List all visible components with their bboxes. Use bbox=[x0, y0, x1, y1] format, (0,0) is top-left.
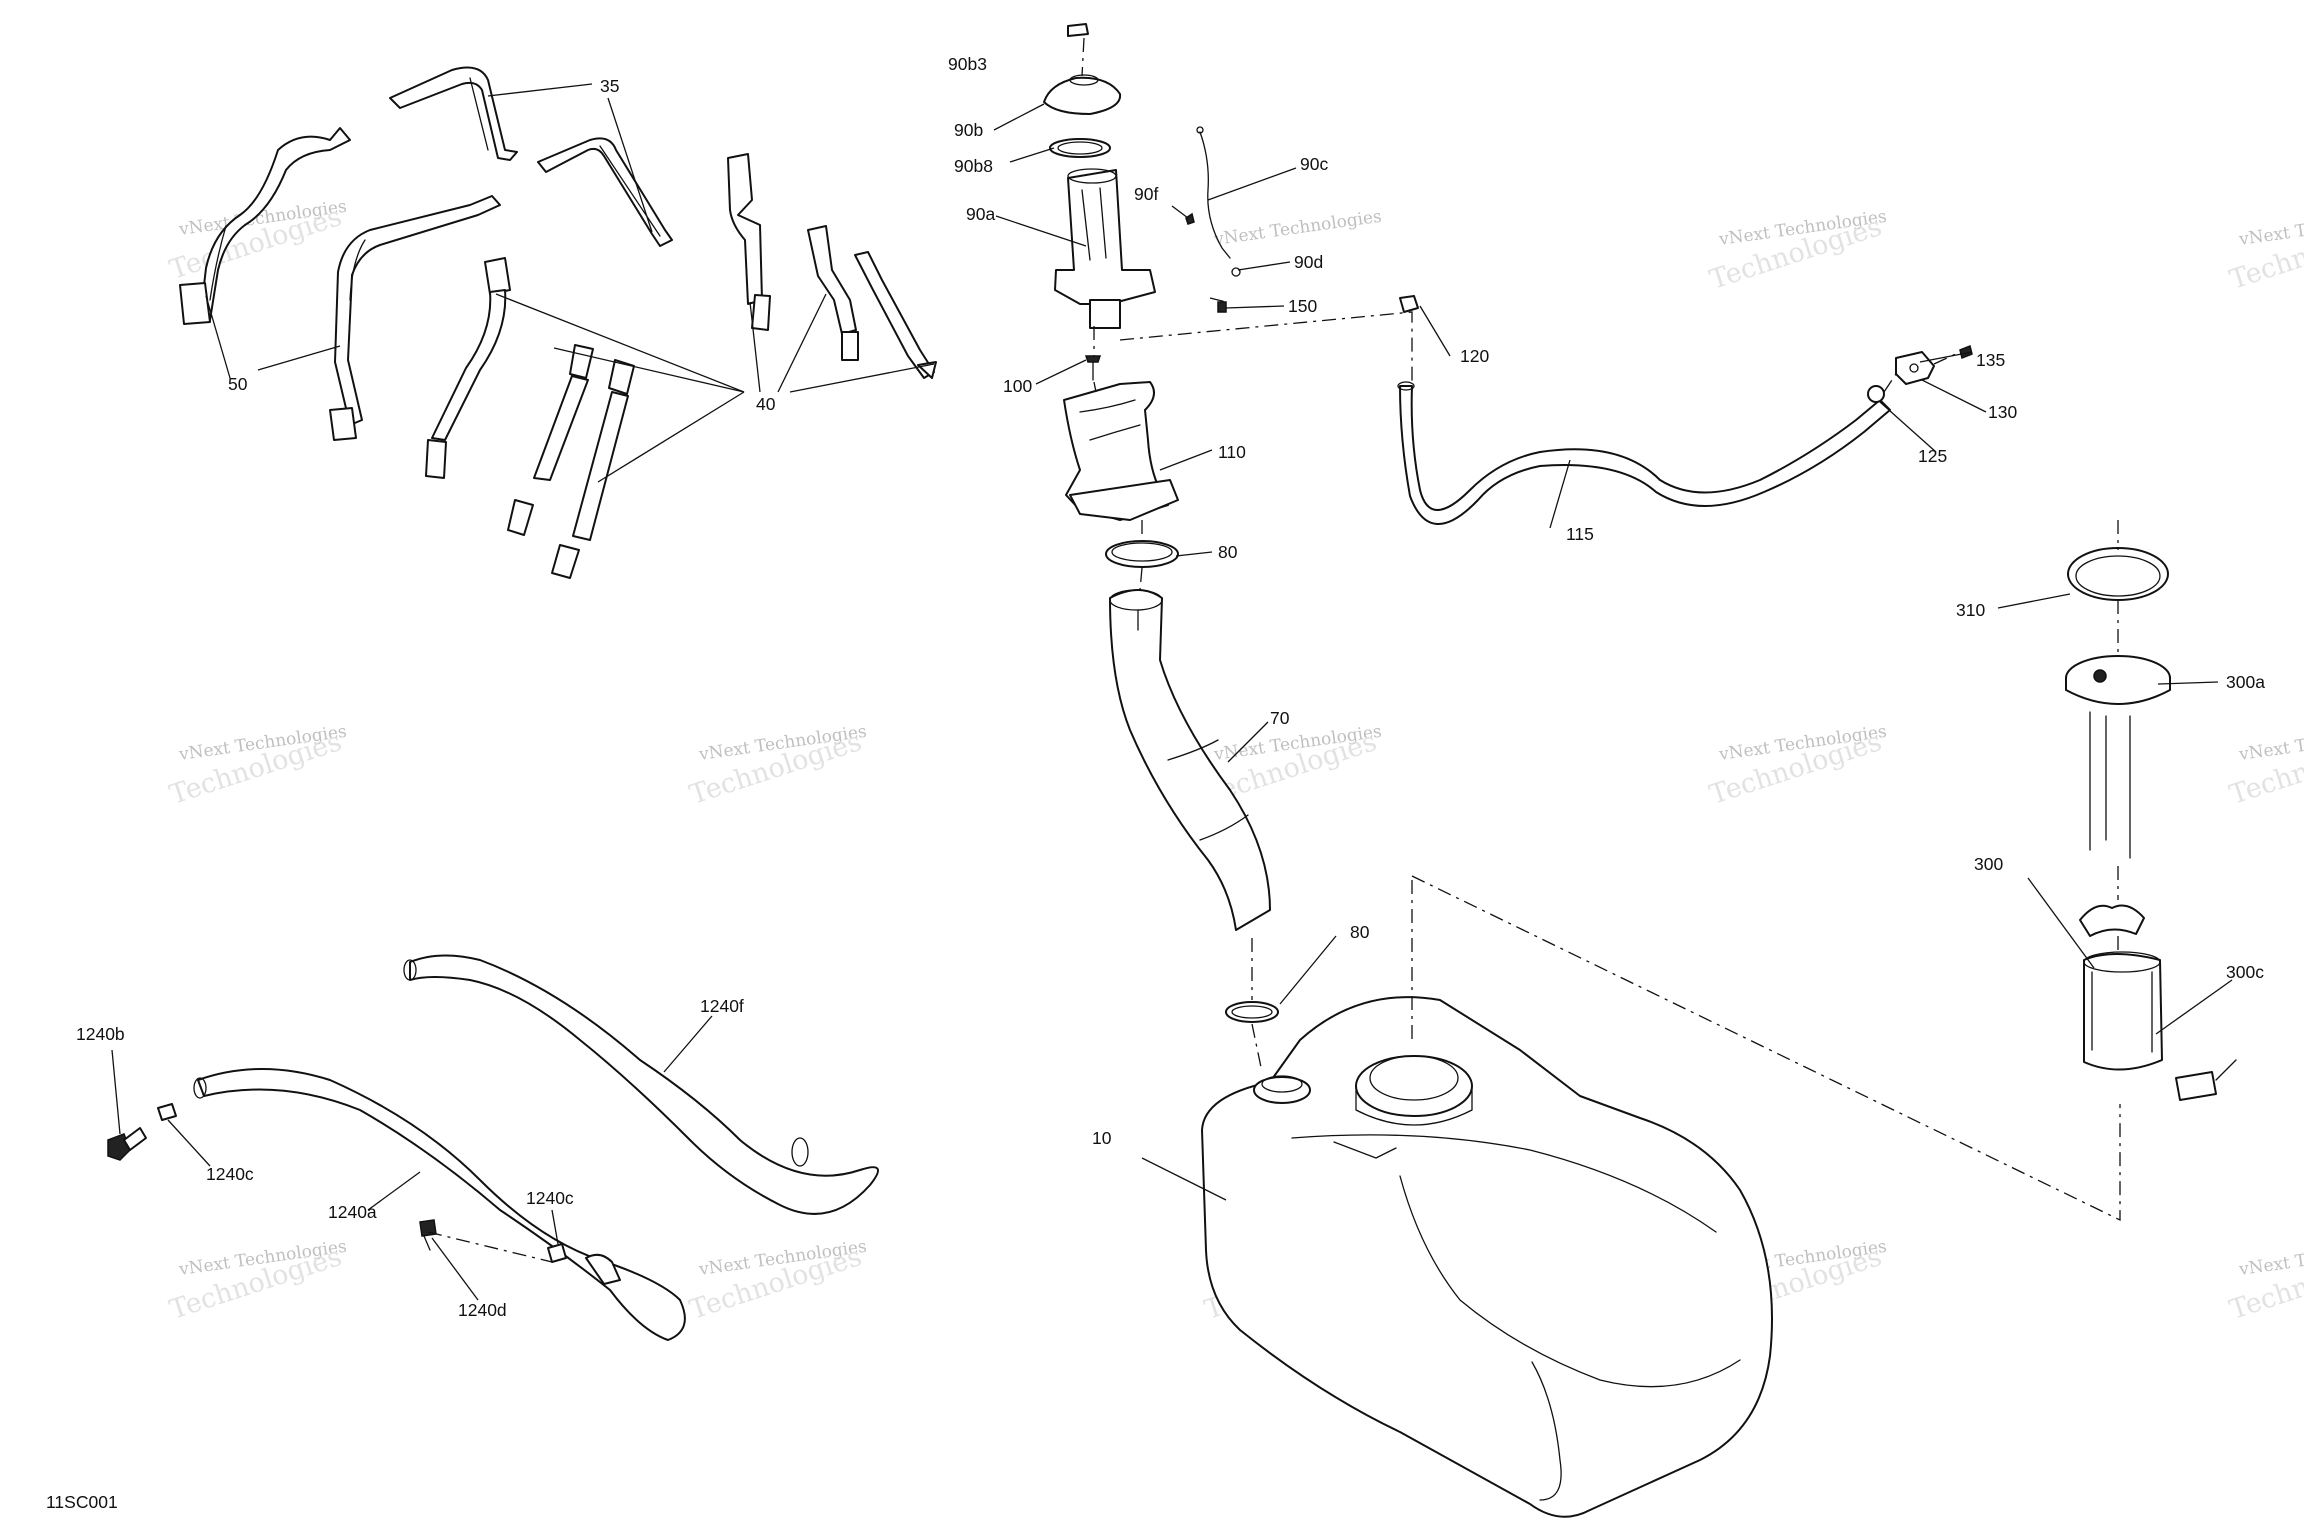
callout-10: 10 bbox=[1092, 1128, 1112, 1148]
callout-115: 115 bbox=[1566, 524, 1594, 544]
strap-part-50-left bbox=[179, 127, 351, 325]
callout-80-lower: 80 bbox=[1350, 922, 1370, 942]
clamp-part-80-upper bbox=[1105, 540, 1179, 568]
watermark: vNext Technologies Technologies bbox=[2226, 207, 2304, 296]
callout-90c: 90c bbox=[1300, 154, 1328, 174]
vent-hose-part-1240f bbox=[403, 954, 879, 1215]
callout-90a: 90a bbox=[966, 204, 995, 224]
callout-110: 110 bbox=[1218, 442, 1246, 462]
clip-part-1240d bbox=[419, 1219, 437, 1251]
screw-part-100 bbox=[1084, 355, 1102, 381]
pump-body-part-300c bbox=[2083, 951, 2237, 1101]
callout-100: 100 bbox=[1003, 376, 1032, 396]
callout-1240c-right: 1240c bbox=[526, 1188, 574, 1208]
cap-part-90b bbox=[1043, 74, 1122, 115]
clamp-part-1240c-right bbox=[547, 1243, 567, 1263]
callout-130: 130 bbox=[1988, 402, 2017, 422]
callout-40: 40 bbox=[756, 394, 776, 414]
strap-part-35-upper bbox=[389, 66, 518, 161]
strap-part-40-a bbox=[425, 257, 511, 479]
vent-hose-part-1240a bbox=[193, 1068, 686, 1341]
callout-150: 150 bbox=[1288, 296, 1317, 316]
callout-300c: 300c bbox=[2226, 962, 2264, 982]
strap-part-50-right bbox=[329, 195, 501, 441]
watermark: vNext Technologies Technologies bbox=[1706, 207, 1888, 296]
fitting-part-1240b bbox=[107, 1127, 147, 1161]
fuel-tank-part-10 bbox=[1201, 996, 1773, 1518]
assembly-lines bbox=[427, 37, 2121, 1263]
watermark: vNext Technologies Technologies bbox=[166, 722, 348, 811]
screw-part-135 bbox=[1959, 344, 1973, 360]
filler-neck-part-90a bbox=[1054, 168, 1156, 329]
vent-connector-part-125 bbox=[1867, 385, 1885, 403]
gasket-part-90b8 bbox=[1049, 138, 1111, 158]
pump-bracket-part-300 bbox=[2079, 904, 2145, 937]
callout-labels: 35 50 40 90b3 90b 90b8 90a 90c 90f 90d 1… bbox=[46, 54, 2265, 1512]
callout-135: 135 bbox=[1976, 350, 2005, 370]
callout-310: 310 bbox=[1956, 600, 1985, 620]
vent-fitting-part-120 bbox=[1399, 295, 1419, 313]
strap-part-40-e bbox=[807, 225, 859, 361]
ring-nut-part-310 bbox=[2067, 547, 2169, 601]
watermark: vNext Technologies Technologies bbox=[686, 722, 868, 811]
callout-300: 300 bbox=[1974, 854, 2003, 874]
callout-125: 125 bbox=[1918, 446, 1947, 466]
clamp-part-1240c-left bbox=[157, 1103, 177, 1121]
clamp-part-80-lower bbox=[1225, 1001, 1279, 1023]
tether-part-90c bbox=[1196, 126, 1231, 259]
callout-90d: 90d bbox=[1294, 252, 1323, 272]
svg-text:vNext Technologies: vNext Technologies bbox=[1212, 207, 1383, 250]
screw-part-150 bbox=[1217, 301, 1227, 313]
callout-90b: 90b bbox=[954, 120, 983, 140]
vent-valve-part-130 bbox=[1895, 351, 1935, 385]
strap-part-40-f bbox=[854, 251, 937, 379]
ring-part-90d bbox=[1231, 267, 1241, 277]
callout-300a: 300a bbox=[2226, 672, 2265, 692]
watermark: vNext Technologies Technologies bbox=[2226, 1237, 2304, 1326]
callout-90b8: 90b8 bbox=[954, 156, 993, 176]
strap-part-40-c bbox=[551, 359, 635, 579]
callout-90b3: 90b3 bbox=[948, 54, 987, 74]
callout-120: 120 bbox=[1460, 346, 1489, 366]
callout-1240a: 1240a bbox=[328, 1202, 377, 1222]
watermark: vNext Technologies bbox=[1212, 207, 1383, 250]
strap-part-35-lower bbox=[537, 137, 673, 247]
funnel-part-110 bbox=[1063, 381, 1179, 521]
pump-module-part-300a bbox=[2065, 655, 2171, 859]
watermark: vNext Technologies Technologies bbox=[1706, 722, 1888, 811]
figure-code: 11SC001 bbox=[46, 1492, 118, 1512]
callout-80-upper: 80 bbox=[1218, 542, 1238, 562]
callout-1240c-left: 1240c bbox=[206, 1164, 254, 1184]
cap-part-90b3 bbox=[1067, 23, 1089, 37]
callout-35: 35 bbox=[600, 76, 619, 96]
callout-70: 70 bbox=[1270, 708, 1290, 728]
callout-1240f: 1240f bbox=[700, 996, 744, 1016]
clip-part-90f bbox=[1185, 212, 1195, 225]
strap-part-40-d bbox=[727, 153, 771, 331]
callout-1240d: 1240d bbox=[458, 1300, 507, 1320]
callout-1240b: 1240b bbox=[76, 1024, 125, 1044]
callout-50: 50 bbox=[228, 374, 248, 394]
vent-hose-part-115 bbox=[1397, 381, 1891, 525]
watermark: vNext Technologies Technologies bbox=[166, 1237, 348, 1326]
leader-lines bbox=[111, 83, 2233, 1301]
filler-hose-part-70 bbox=[1109, 589, 1271, 931]
strap-part-40-b bbox=[507, 344, 594, 536]
watermark: vNext Technologies Technologies bbox=[2226, 722, 2304, 811]
watermark: vNext Technologies Technologies bbox=[686, 1237, 868, 1326]
callout-90f: 90f bbox=[1134, 184, 1158, 204]
